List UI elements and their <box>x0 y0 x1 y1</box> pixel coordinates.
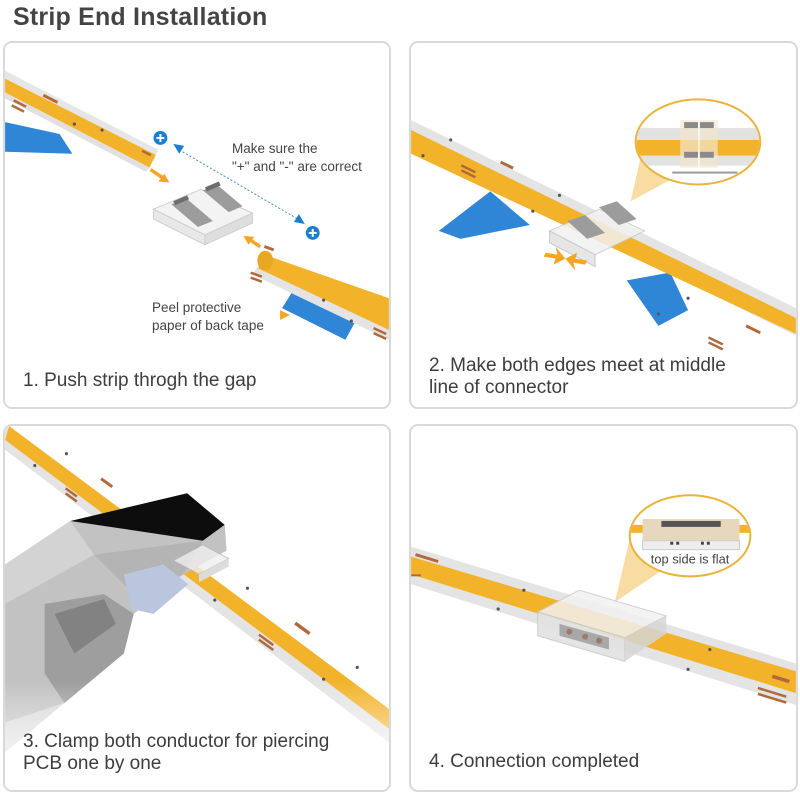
step-1-panel: Make sure the "+" and "-" are correct Pe… <box>3 41 391 409</box>
step-1-illustration <box>5 70 389 341</box>
tape-note-line1: Peel protective <box>152 300 242 315</box>
connector <box>536 589 668 663</box>
arrow-icon <box>149 168 170 183</box>
arrowhead-icon <box>173 143 185 154</box>
step-2-illustration <box>411 98 796 351</box>
zoom-bubble <box>634 98 762 186</box>
step-1-caption: 1. Push strip throgh the gap <box>23 370 257 391</box>
led-strip-right <box>250 245 389 341</box>
polarity-note-line1: Make sure the <box>232 141 318 156</box>
arrow-icon <box>243 235 262 249</box>
plus-icon <box>305 225 320 240</box>
page-title: Strip End Installation <box>13 3 268 31</box>
connector <box>548 201 646 268</box>
step-4-illustration: top side is flat <box>411 494 796 705</box>
polarity-note-line2: "+" and "-" are correct <box>232 159 362 174</box>
step-4-panel: top side is flat 4. Connection completed <box>409 424 798 792</box>
step-3-illustration <box>5 426 389 790</box>
tape-note-line2: paper of back tape <box>152 318 264 333</box>
step-3-panel: 3. Clamp both conductor for piercing PCB… <box>3 424 391 792</box>
step-3-caption-line1: 3. Clamp both conductor for piercing <box>23 731 330 752</box>
plus-icon <box>153 131 168 145</box>
step-2-caption-line1: 2. Make both edges meet at middle <box>429 355 726 376</box>
arrow-icon <box>543 246 566 265</box>
step-2-caption-line2: line of connector <box>429 377 569 398</box>
zoom-bubble: top side is flat <box>628 494 752 578</box>
polarity-dotted-line <box>178 149 299 220</box>
step-3-caption-line2: PCB one by one <box>23 753 162 774</box>
connector <box>152 181 254 246</box>
arrowhead-icon <box>293 214 305 225</box>
bubble-label: top side is flat <box>651 551 730 566</box>
step-4-caption: 4. Connection completed <box>429 751 640 772</box>
arrow-icon <box>565 252 588 271</box>
back-tape <box>5 122 73 154</box>
step-2-panel: 2. Make both edges meet at middle line o… <box>409 41 798 409</box>
pointer-triangle-icon <box>280 310 290 320</box>
led-strip-left <box>5 70 159 172</box>
